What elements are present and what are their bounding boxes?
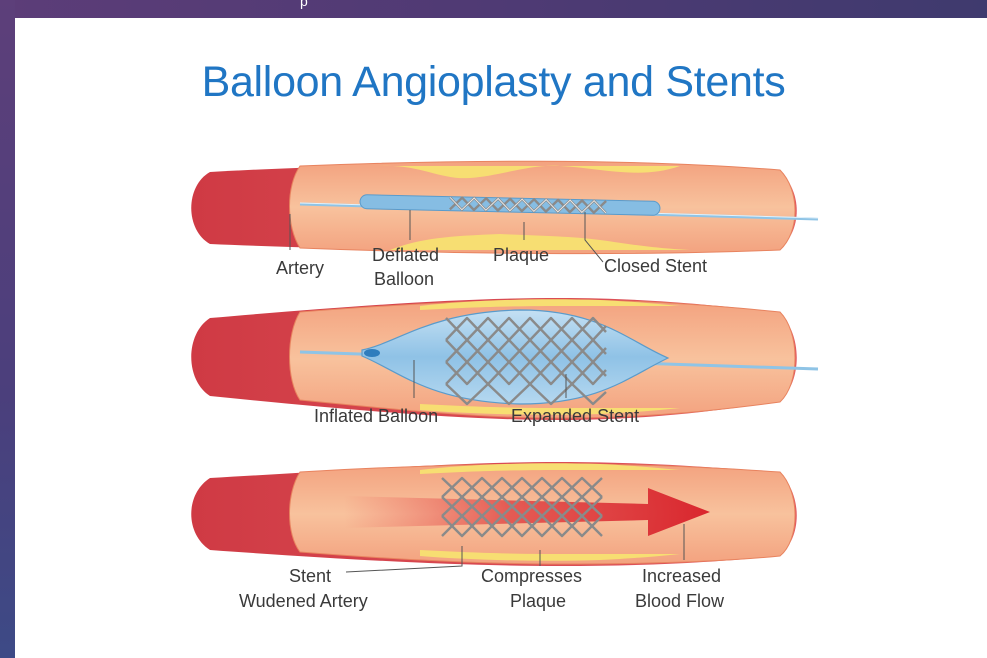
- label-increased-flow-line1: Increased: [642, 566, 721, 586]
- label-expanded-stent: Expanded Stent: [511, 406, 639, 426]
- label-deflated-balloon-line1: Deflated: [372, 245, 439, 265]
- label-compresses-plaque-line2: Plaque: [510, 591, 566, 611]
- label-deflated-balloon-line2: Balloon: [374, 269, 434, 289]
- label-plaque: Plaque: [493, 245, 549, 265]
- label-inflated-balloon: Inflated Balloon: [314, 406, 438, 426]
- balloon-tip: [364, 349, 380, 357]
- label-stent: Stent: [289, 566, 331, 586]
- label-widened-artery: Wudened Artery: [239, 591, 368, 611]
- label-artery: Artery: [276, 258, 324, 278]
- label-compresses-plaque-line1: Compresses: [481, 566, 582, 586]
- stage-2-inflated-balloon: [191, 298, 818, 420]
- label-increased-flow-line2: Blood Flow: [635, 591, 725, 611]
- stage-3-widened-artery: [191, 462, 797, 572]
- label-closed-stent: Closed Stent: [604, 256, 707, 276]
